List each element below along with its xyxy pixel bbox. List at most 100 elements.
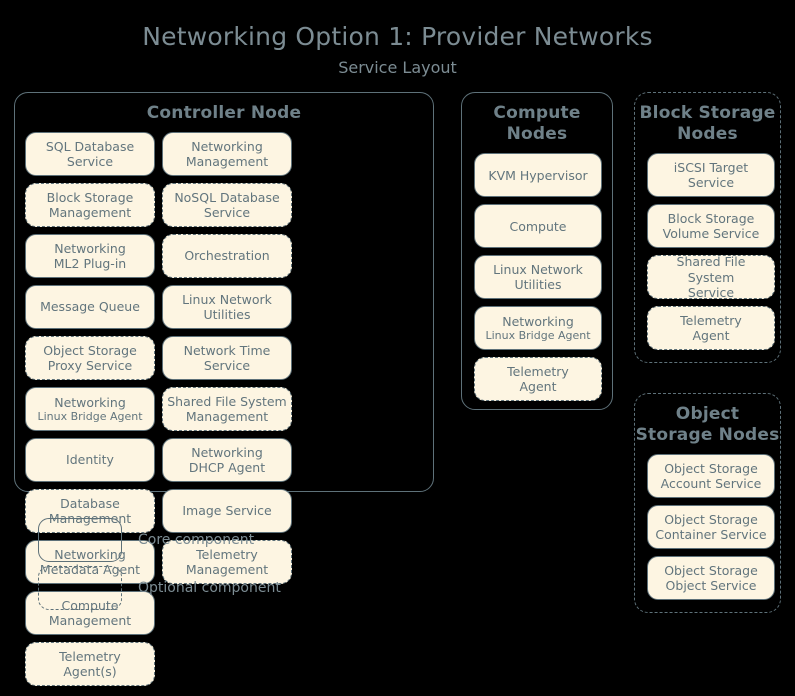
service-label-line1: Linux Network: [182, 291, 272, 307]
service-label-line1: Identity: [66, 452, 114, 468]
service-label-line2: Management: [185, 154, 269, 170]
service-label-line2: Container Service: [655, 527, 767, 543]
service-label-line2: Account Service: [660, 476, 762, 492]
service-box[interactable]: KVM Hypervisor: [474, 153, 602, 198]
service-label-line1: Networking: [54, 394, 126, 410]
service-label-line1: Network Time: [183, 342, 271, 358]
service-label-line2: DHCP Agent: [188, 460, 266, 476]
service-label-line2: Agent: [692, 328, 730, 344]
service-label-line1: iSCSI Target: [673, 159, 749, 175]
service-label-line1: Networking: [502, 313, 574, 329]
service-label-line2: Linux Bridge Agent: [485, 329, 591, 343]
diagram-title: Networking Option 1: Provider Networks: [142, 22, 653, 51]
service-label-line1: Database: [60, 495, 120, 511]
compute-nodes-title: Compute Nodes: [493, 103, 581, 145]
service-box[interactable]: Identity: [25, 438, 155, 483]
service-label-line2: Service: [66, 154, 114, 170]
service-label-line2: Agent(s): [63, 664, 117, 680]
service-label-line1: Block Storage: [46, 189, 134, 205]
service-label-line1: KVM Hypervisor: [488, 167, 588, 183]
service-box[interactable]: Compute: [474, 204, 602, 249]
service-label-line2: Management: [48, 613, 132, 629]
legend-label: Optional component: [138, 580, 281, 596]
service-label-line1: Shared File System: [676, 254, 746, 285]
service-label-line1: Object Storage: [43, 342, 137, 358]
service-label-line1: Networking: [191, 138, 263, 154]
service-label-line2: Management: [48, 205, 132, 221]
service-label-line1: Orchestration: [184, 248, 270, 264]
service-label-line1: SQL Database: [45, 138, 135, 154]
service-label-line2: Service: [687, 175, 735, 191]
service-label-line2: Management: [185, 409, 269, 425]
service-label-line1: NoSQL Database: [174, 189, 280, 205]
service-label-line1: Linux Network: [493, 261, 583, 277]
legend-item: Core component: [38, 516, 281, 564]
block-storage-nodes-title: Block Storage Nodes: [639, 103, 776, 145]
diagram-canvas: Networking Option 1: Provider Networks S…: [14, 22, 781, 687]
service-label-line1: Telemetry: [680, 312, 742, 328]
service-label-line2: Service: [687, 284, 735, 300]
service-box[interactable]: Message Queue: [25, 285, 155, 330]
legend-label: Core component: [138, 532, 255, 548]
service-label-line1: Object Storage: [664, 511, 758, 527]
service-label-line1: Object Storage: [664, 460, 758, 476]
service-label-line2: Agent: [519, 379, 557, 395]
legend-swatch-core: [38, 518, 122, 562]
legend-item: Optional component: [38, 564, 281, 612]
object-storage-nodes-title: Object Storage Nodes: [635, 404, 780, 446]
service-label-line1: Message Queue: [40, 299, 140, 315]
service-label-line2: Linux Bridge Agent: [37, 410, 143, 423]
service-label-line2: Object Service: [665, 578, 757, 594]
service-label-line1: Object Storage: [664, 562, 758, 578]
service-label-line1: Networking: [191, 444, 263, 460]
service-label-line1: Telemetry: [507, 363, 569, 379]
service-label-line1: Networking: [54, 240, 126, 256]
service-label-line2: Service: [203, 358, 251, 374]
service-box[interactable]: Image Service: [162, 489, 292, 534]
service-label-line2: Proxy Service: [47, 358, 133, 374]
service-label-line1: Networking: [54, 546, 126, 562]
controller-node-title: Controller Node: [146, 103, 302, 123]
service-box[interactable]: Orchestration: [162, 234, 292, 279]
service-label-line2: Management: [185, 562, 269, 578]
service-label-line2: ML2 Plug-in: [53, 256, 127, 272]
diagram-subtitle: Service Layout: [338, 58, 457, 77]
service-label-line2: Service: [203, 205, 251, 221]
service-label-line1: Telemetry: [59, 648, 121, 664]
service-label-line1: Telemetry: [196, 546, 258, 562]
service-label-line1: Compute: [509, 218, 567, 234]
service-label-line2: Utilities: [203, 307, 251, 323]
legend-swatch-optional: [38, 566, 122, 610]
service-label-line1: Shared File System: [167, 393, 287, 409]
